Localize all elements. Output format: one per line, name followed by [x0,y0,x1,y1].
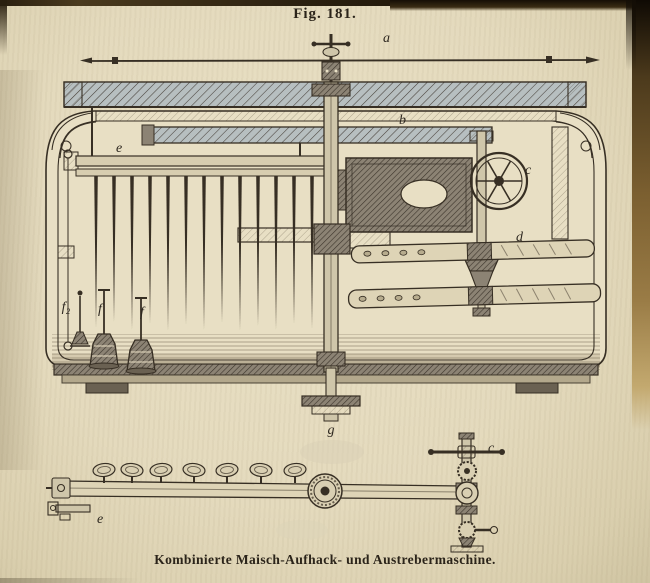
figure-number: Fig. 181. [293,6,357,22]
scan-edge-top [0,0,650,6]
machine-inner-beam-b [141,124,569,240]
scan-edge-right-corner [626,0,636,70]
label-c: c [525,163,532,178]
scan-edge-right [632,0,650,430]
label-f2: f₂ [62,300,71,315]
scan-edge-bottom [0,578,140,583]
scan-edge-left [0,0,7,55]
label-g: g [328,423,335,438]
figure-caption: Kombinierte Maisch-Aufhack- und Austrebe… [154,552,496,567]
detail-rake-arm [46,462,463,521]
paddle-slats-d [347,239,602,309]
label-e: e [116,141,122,156]
agitator-cones [70,289,157,375]
label-b: b [399,113,406,128]
label-a: a [383,31,390,46]
label-detail-c: c [488,441,495,456]
label-f-right: f [140,305,146,320]
page-gutter-shade [0,70,44,470]
scan-edge-top-right [390,0,650,11]
page-showthrough-marks [276,440,364,540]
label-detail-e: e [97,512,103,527]
detail-drive-shaft [428,432,505,553]
central-vertical-shaft [311,81,351,373]
drive-gear-housing [337,157,473,249]
label-d: d [516,230,524,245]
step-bearing-g [301,367,361,422]
label-f-left: f [98,302,104,317]
part-labels: a b c d e f₂ f f g e c [62,31,532,527]
top-adjusting-rod [80,34,600,82]
